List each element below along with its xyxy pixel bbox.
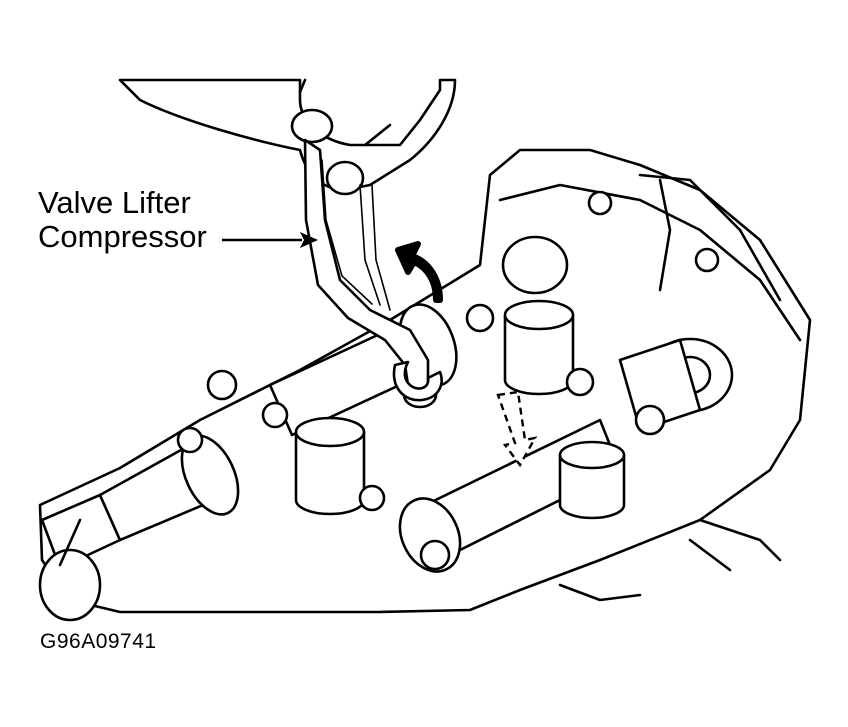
figure-code: G96A09741 xyxy=(40,630,157,653)
camshaft-front xyxy=(38,434,240,622)
callout-line-1: Valve Lifter xyxy=(38,185,191,220)
bolts xyxy=(176,303,666,571)
lifter-rotation-arrow xyxy=(496,390,538,468)
tool-rotation-arrow xyxy=(395,241,443,303)
callout-leader xyxy=(222,232,318,248)
valve-lifters xyxy=(294,299,626,520)
tool-callout-label: Valve Lifter Compressor xyxy=(38,186,207,254)
callout-line-2: Compressor xyxy=(38,219,207,254)
valve-lifter-compressor xyxy=(303,138,443,402)
hand xyxy=(118,78,457,196)
